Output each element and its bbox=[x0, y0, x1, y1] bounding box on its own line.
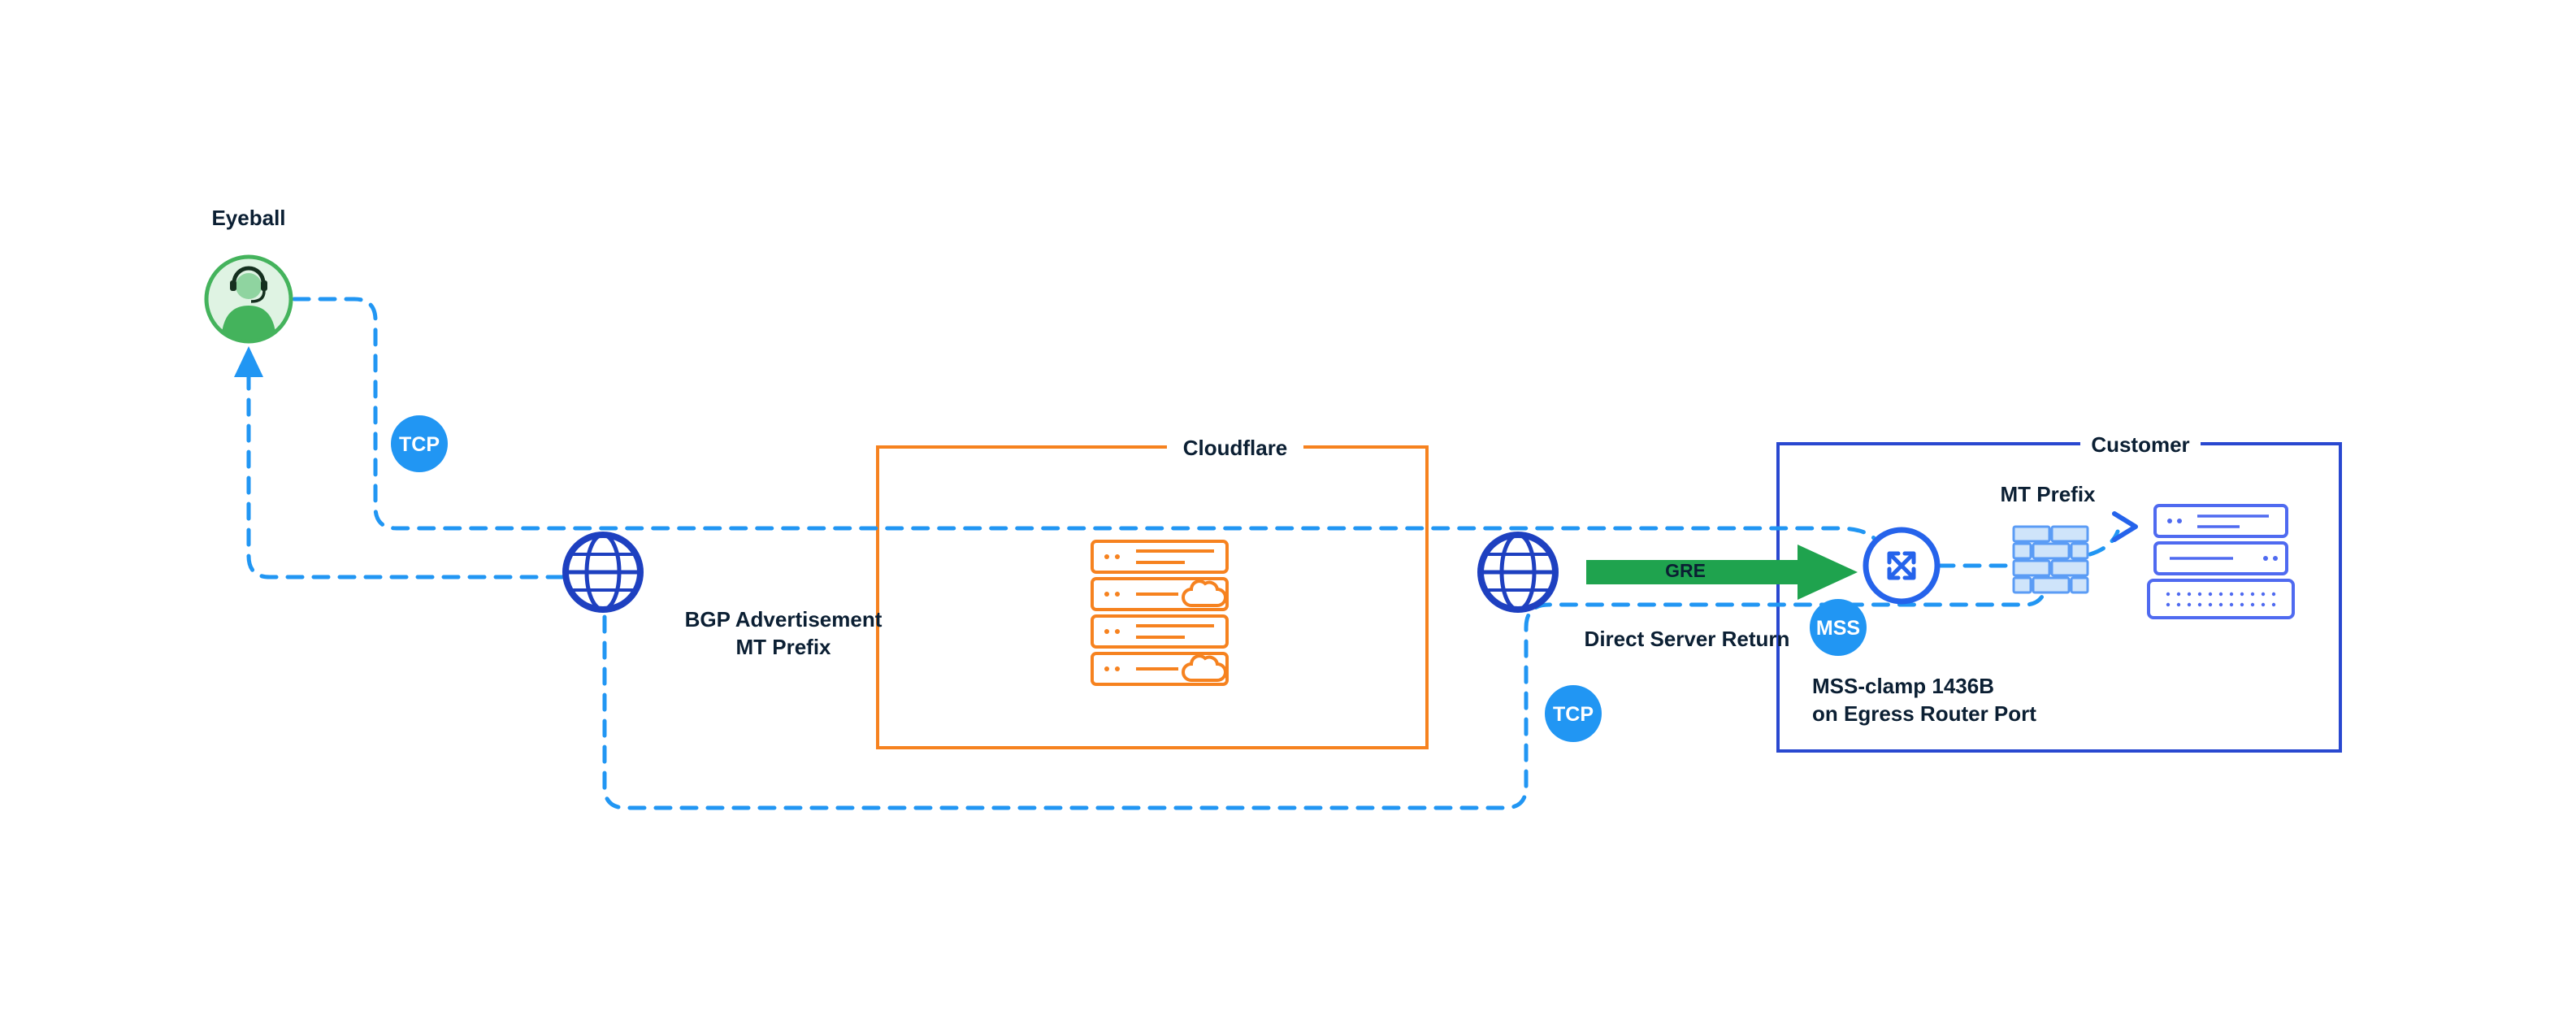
mss-badge-label: MSS bbox=[1816, 617, 1860, 640]
flow-path-outbound bbox=[292, 297, 1882, 546]
tcp-badge-lower-label: TCP bbox=[1553, 703, 1594, 726]
server-icon bbox=[1091, 614, 1229, 649]
gre-arrow-icon bbox=[1586, 545, 1858, 600]
server-icon bbox=[2147, 579, 2295, 619]
eyeball-label: Eyeball bbox=[211, 206, 285, 230]
direct-server-return-label: Direct Server Return bbox=[1585, 627, 1790, 651]
customer-label: Customer bbox=[2091, 432, 2189, 457]
bgp-mt-prefix-label: MT Prefix bbox=[735, 635, 831, 659]
internet-globe-icon-left bbox=[562, 532, 644, 613]
to-servers-arrow-icon bbox=[2112, 511, 2138, 542]
customer-server-stack-icon bbox=[2147, 504, 2295, 619]
customer-legend-bg bbox=[2080, 428, 2201, 459]
cloud-icon bbox=[1182, 654, 1227, 682]
flow-path-customer-internal bbox=[1936, 529, 2120, 568]
customer-boundary-box bbox=[1776, 442, 2342, 753]
cloud-icon bbox=[1182, 579, 1227, 607]
flow-path-return bbox=[246, 373, 2050, 810]
tcp-badge-upper-label: TCP bbox=[399, 433, 440, 456]
server-cloud-icon bbox=[1091, 577, 1229, 611]
internet-globe-icon-right bbox=[1477, 532, 1559, 613]
mss-clamp-label-line2: on Egress Router Port bbox=[1812, 701, 2036, 726]
firewall-icon bbox=[2012, 525, 2089, 594]
cloudflare-legend-bg bbox=[1167, 432, 1303, 462]
tcp-badge-lower: TCP bbox=[1545, 685, 1602, 742]
eyeball-avatar-icon bbox=[204, 254, 293, 344]
up-arrow-icon bbox=[234, 346, 263, 377]
server-icon bbox=[2153, 504, 2288, 538]
gre-label: GRE bbox=[1665, 560, 1706, 581]
bgp-advertisement-label: BGP Advertisement bbox=[685, 607, 883, 632]
tcp-badge-upper: TCP bbox=[391, 415, 448, 472]
customer-mt-prefix-label: MT Prefix bbox=[2000, 482, 2096, 506]
server-icon bbox=[2153, 541, 2288, 575]
server-cloud-icon bbox=[1091, 652, 1229, 686]
server-icon bbox=[1091, 540, 1229, 574]
cloudflare-boundary-box bbox=[876, 445, 1429, 749]
router-icon bbox=[1863, 527, 1941, 605]
headset-icon bbox=[232, 266, 266, 284]
cloudflare-server-stack-icon bbox=[1091, 540, 1229, 686]
mss-badge: MSS bbox=[1810, 599, 1867, 656]
mss-clamp-label-line1: MSS-clamp 1436B bbox=[1812, 674, 1994, 698]
cloudflare-label: Cloudflare bbox=[1183, 436, 1288, 460]
